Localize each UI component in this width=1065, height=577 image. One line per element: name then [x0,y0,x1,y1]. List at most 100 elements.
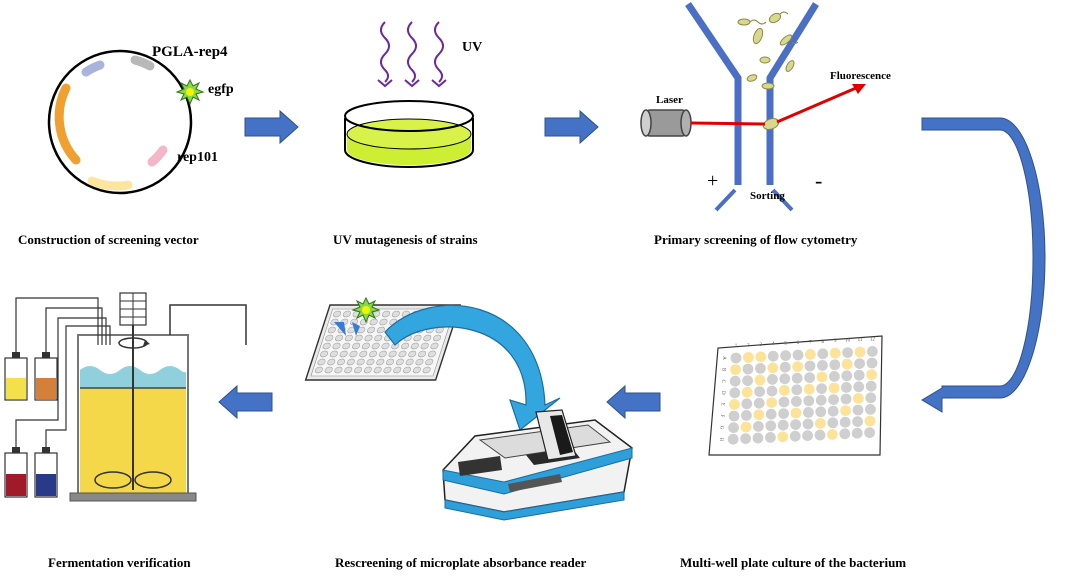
plate-well [779,361,791,373]
plate-well [851,427,863,439]
plasmid-segment-pink [147,145,168,167]
plate-well [765,408,777,420]
plate-well [728,422,739,433]
arrow-step4-to-step5 [606,384,661,420]
plate-column-label: 4 [772,342,775,347]
reader-well [346,358,355,366]
reader-well [413,334,422,342]
reader-well [366,358,375,366]
plate-well [792,349,804,361]
plate-well [767,350,779,362]
reader-well [367,326,376,334]
plate-well [740,433,751,444]
plate-well [828,382,840,394]
plate-well [805,349,816,360]
plate-column-label: 7 [809,340,812,345]
caption-multiwell: Multi-well plate culture of the bacteriu… [680,555,907,570]
reader-well [363,366,372,374]
reader-well [382,310,391,318]
reader-well [324,366,333,374]
reader-well [388,350,397,358]
plate-well [779,373,791,385]
plus-sign: + [707,170,719,192]
reader-well [425,358,434,366]
plate-row-label: D [720,391,725,395]
plate-column-label: 2 [747,343,750,348]
plate-well [752,432,764,444]
plate-well [842,347,853,358]
plate-well [741,398,753,410]
bottle-blue [34,447,58,498]
plate-well [839,428,851,440]
reader-well [430,342,439,350]
plate-well [853,393,864,404]
plate-well [828,394,839,405]
plate-well [853,369,865,381]
reader-well [339,350,348,358]
reader-well [369,318,378,326]
plate-well [854,358,865,369]
plate-well [815,406,827,418]
plate-well [816,371,828,383]
plate-well [829,371,840,382]
plasmid-segment-orange [54,83,81,165]
plasmid-segment-yellow [87,176,133,191]
plate-well [840,393,852,405]
plate-well [841,382,852,393]
reader-well [327,326,336,334]
plate-column-label: 8 [822,340,825,345]
plate-well [827,417,839,429]
plate-well [753,409,765,421]
plate-column-label: 6 [797,341,800,346]
plate-row-label: A [721,356,726,360]
egfp-star-icon [175,78,205,106]
reader-well [412,366,421,374]
plate-well [852,404,864,416]
reader-well [332,342,341,350]
plate-well [802,418,814,430]
plate-well [829,347,841,359]
laser-icon [640,109,692,137]
plate-column-label: 9 [834,339,837,344]
plate-well [730,364,741,375]
plate-well [766,385,778,397]
reader-well [410,342,419,350]
egfp-label: egfp [208,82,234,97]
reader-pointer-icon [334,322,346,336]
plate-well [804,360,816,372]
reader-well [398,350,407,358]
plate-well [841,358,853,370]
reader-well [386,358,395,366]
reader-well [352,342,361,350]
reader-well [356,358,365,366]
plate-well [790,407,802,419]
plate-well [815,418,826,429]
plate-well [817,348,829,360]
reader-well [320,350,329,358]
arrow-step1-to-step2 [244,109,299,145]
plate-well [866,369,877,380]
plate-column-label: 1 [735,344,738,349]
plate-well [791,396,802,407]
plate-well [753,421,764,432]
reader-well [433,334,442,342]
plate-well [803,395,815,407]
plate-well [827,405,839,417]
plate-well [727,433,739,445]
plasmid-name-label: PGLA-rep4 [152,44,228,60]
plate-well [865,380,877,392]
reader-star-icon [351,296,381,324]
plate-well [829,359,841,371]
plate-well [817,360,828,371]
caption-flow-cytometry: Primary screening of flow cytometry [654,232,858,247]
reader-well [405,358,414,366]
plate-well [765,432,776,443]
plate-well [803,407,814,418]
reader-well [395,358,404,366]
plate-well [754,374,766,386]
plate-well [778,408,789,419]
plate-well [839,416,851,428]
uv-waves-icon [380,21,444,83]
